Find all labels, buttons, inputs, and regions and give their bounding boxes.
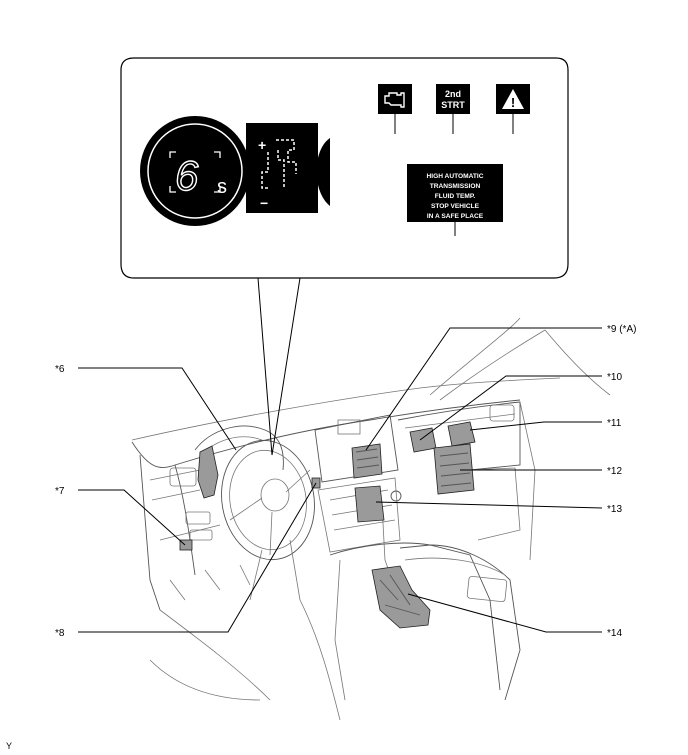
gear-digit: 6 xyxy=(175,152,199,199)
shift-plus: + xyxy=(258,137,266,153)
fluid-warning-line-5: IN A SAFE PLACE xyxy=(427,213,484,220)
callout-10: *10 xyxy=(607,372,622,383)
callout-11: *11 xyxy=(607,418,622,429)
callout-9: *9 (*A) xyxy=(607,324,636,335)
figure-code: Y xyxy=(6,741,13,751)
mode-letter: s xyxy=(217,176,227,198)
warning-exclamation: ! xyxy=(511,95,515,110)
fluid-temp-warning-message: HIGH AUTOMATIC TRANSMISSION FLUID TEMP. … xyxy=(407,164,503,222)
second-start-line1: 2nd xyxy=(445,89,461,99)
vehicle-interior-sketch xyxy=(131,317,611,721)
engine-check-indicator xyxy=(378,84,412,114)
second-start-line2: STRT xyxy=(441,100,465,110)
shift-minus: − xyxy=(260,195,268,211)
fluid-warning-line-2: TRANSMISSION xyxy=(430,183,481,190)
meter-detail-bubble: 6 s + − 2nd STRT ! xyxy=(120,57,569,279)
fluid-warning-line-1: HIGH AUTOMATIC xyxy=(426,173,483,180)
fluid-warning-line-3: FLUID TEMP. xyxy=(435,193,476,200)
callout-13: *13 xyxy=(607,504,622,515)
callout-12: *12 xyxy=(607,466,622,477)
callout-7: *7 xyxy=(55,486,65,497)
leader-lines xyxy=(78,277,603,633)
warning-triangle-icon: ! xyxy=(502,89,524,110)
fluid-warning-line-4: STOP VEHICLE xyxy=(431,203,480,210)
second-start-indicator: 2nd STRT xyxy=(436,84,470,114)
engine-check-icon xyxy=(384,92,405,108)
master-warning-indicator: ! xyxy=(496,84,530,114)
callout-8: *8 xyxy=(55,628,65,639)
callout-14: *14 xyxy=(607,628,622,639)
callout-6: *6 xyxy=(55,364,65,375)
gear-position-display: 6 s + − xyxy=(140,116,330,226)
